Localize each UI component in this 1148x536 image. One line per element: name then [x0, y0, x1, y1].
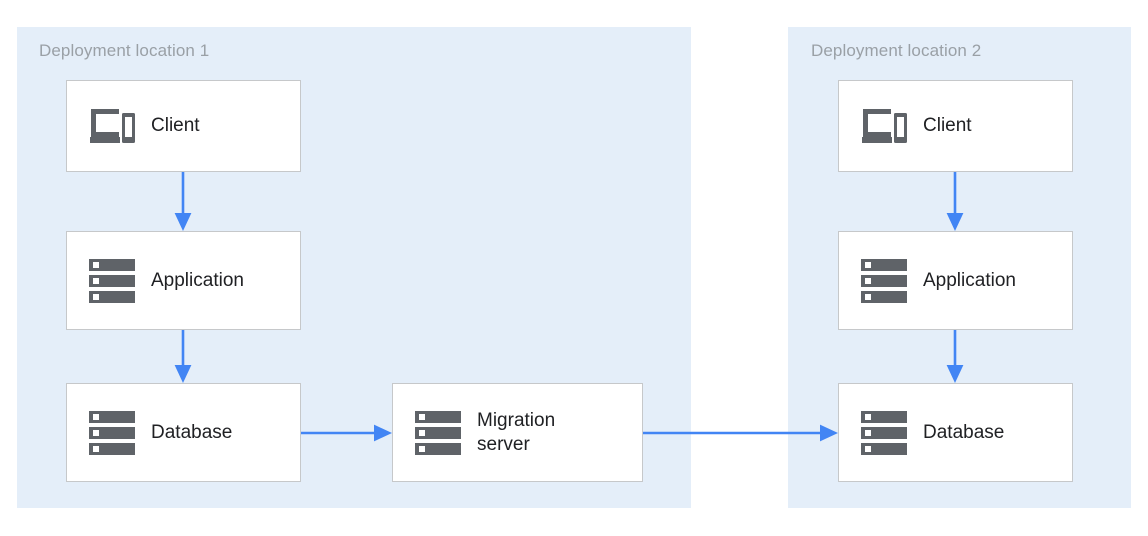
arrow-client-to-application-1: [174, 172, 192, 232]
node-database-2[interactable]: Database: [838, 383, 1073, 482]
devices-icon: [89, 107, 135, 145]
node-label: Application: [151, 269, 244, 291]
node-label: Client: [923, 115, 972, 136]
arrow-migration-server-to-database-2: [643, 424, 839, 442]
arrow-database-to-migration-server: [301, 424, 393, 442]
node-client-1[interactable]: Client: [66, 80, 301, 172]
node-application-2[interactable]: Application: [838, 231, 1073, 330]
server-icon: [861, 410, 907, 455]
node-migration-server[interactable]: Migration server: [392, 383, 643, 482]
arrow-application-to-database-2: [946, 330, 964, 384]
server-icon: [861, 258, 907, 303]
node-label: Database: [151, 421, 233, 443]
node-database-1[interactable]: Database: [66, 383, 301, 482]
node-application-1[interactable]: Application: [66, 231, 301, 330]
devices-icon: [861, 107, 907, 145]
deployment-location-2-title: Deployment location 2: [811, 41, 982, 60]
node-client-2[interactable]: Client: [838, 80, 1073, 172]
server-icon: [89, 410, 135, 455]
arrow-client-to-application-2: [946, 172, 964, 232]
node-label: Migration server: [477, 409, 556, 455]
server-icon: [89, 258, 135, 303]
node-label: Database: [923, 421, 1005, 443]
arrow-application-to-database-1: [174, 330, 192, 384]
node-label: Client: [151, 115, 200, 136]
node-label: Application: [923, 269, 1016, 291]
deployment-location-1-title: Deployment location 1: [39, 41, 210, 60]
server-icon: [415, 410, 461, 455]
